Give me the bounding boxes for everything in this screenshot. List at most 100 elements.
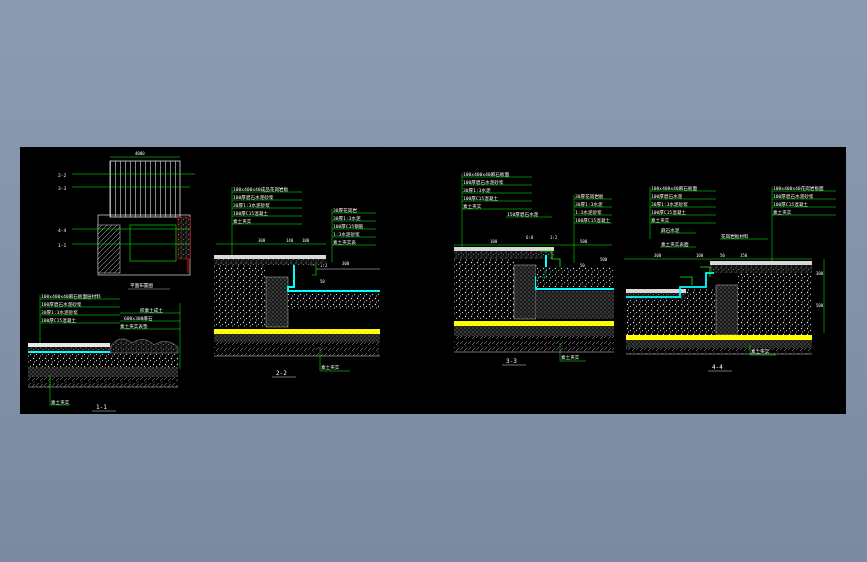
- s2-pond-bed: [288, 293, 380, 309]
- s2-callout-right-0: 30厚花岗岩: [333, 207, 357, 214]
- s2-callout-left-2: 30厚1:3水泥砂浆: [233, 202, 270, 209]
- s4-paving-mortar: [710, 265, 812, 273]
- s2-callout-right-2: 100厚C15钢筋: [333, 223, 364, 230]
- s2-base: [214, 334, 380, 342]
- s4-left-paving: [626, 289, 686, 293]
- s2-left-fill: [214, 265, 266, 327]
- s4-callout-left-2: 30厚1:3水泥砂浆: [651, 201, 688, 208]
- plan-marker-1-1: 1-1: [58, 243, 67, 249]
- section-2-2[interactable]: 100x400x40成品花岗岩板 100厚碧石水泥砂浆 30厚1:3水泥砂浆 1…: [214, 186, 380, 378]
- s1-callout-right-1: 600x300麻石: [124, 315, 153, 322]
- s2-caption: 2-2: [276, 370, 287, 377]
- s4-dim-0: 300: [654, 253, 662, 258]
- s1-callout-1: 100厚碧石水泥砂浆: [41, 301, 82, 308]
- s4-dim-4: 300: [816, 271, 824, 276]
- s4-dim-3: 150: [740, 253, 748, 258]
- s2-pond-liner: [287, 265, 380, 292]
- s3-callout-right-2: 1:3水泥砂浆: [575, 209, 602, 216]
- s3-dim-0: 100: [490, 239, 498, 244]
- s3-bottom-note: 素土夹实: [561, 354, 580, 361]
- s4-pond-liner: [626, 272, 714, 298]
- s3-left-fill: [454, 259, 514, 319]
- s3-callout-2: 30厚1:3水泥: [463, 187, 491, 194]
- s2-wall: [265, 276, 289, 328]
- s4-dim-1: 100: [696, 253, 704, 258]
- s2-dim-1: 140: [286, 238, 294, 243]
- s2-dim-2: 100: [302, 238, 310, 243]
- plan-caption: 平面布置图: [130, 282, 153, 289]
- s1-gravel: [28, 353, 178, 367]
- s4-yellow-layer: [626, 335, 812, 340]
- s4-callout-left-4: 素土夹实: [651, 217, 670, 224]
- section-4-4[interactable]: 100x400x40麻石板面 100厚碧石水泥 30厚1:3水泥砂浆 100厚C…: [624, 185, 836, 372]
- plan-pool: [129, 224, 177, 262]
- s4-bottom-note: 素土夹实: [751, 348, 770, 355]
- s4-callout-left-3: 100厚C15混凝土: [651, 209, 686, 216]
- s4-dim-2: 50: [720, 253, 725, 258]
- s3-soil: [454, 336, 614, 352]
- s1-callout-3: 100厚C15混凝土: [41, 317, 76, 324]
- s3-callout-3: 100厚C15混凝土: [463, 195, 498, 202]
- s4-paving-top: [710, 261, 812, 265]
- s3-dim-4: 50: [580, 263, 585, 268]
- s2-callout-left-4: 素土夹实: [233, 218, 252, 225]
- s2-dim-5: 300: [342, 261, 350, 266]
- s2-callout-right-4: 素土夹实表: [333, 239, 356, 246]
- s2-callout-right-3: 1:3水泥砂浆: [333, 231, 360, 238]
- s1-stone-pile: [109, 338, 179, 354]
- plan-marker-4-4: 4-4: [58, 228, 67, 234]
- s4-callout-mid-2: 素土夹实表面: [661, 241, 689, 248]
- s1-bottom-note: 素土夹实: [51, 399, 70, 406]
- cad-drawing: 4000 2-2 3-3 4-4 1-1 平面布置图 100x400x40麻石板…: [28, 151, 836, 412]
- s1-paving: [28, 343, 110, 347]
- s2-callout-left-1: 100厚碧石水泥砂浆: [233, 194, 274, 201]
- plan-marker-3-3: 3-3: [58, 186, 67, 192]
- s3-callout-right-1: 30厚1:3水泥: [575, 201, 603, 208]
- s3-callout-5: 150厚碧石水泥: [507, 211, 539, 218]
- s4-callout-right-3: 素土夹实: [773, 209, 792, 216]
- s3-dim-3: 500: [580, 239, 588, 244]
- s3-pond-edge: [540, 250, 561, 273]
- s2-pond-edge: [310, 264, 317, 276]
- s1-callout-right-0: 织素土成土: [140, 307, 163, 314]
- s2-callout-left-3: 100厚C15混凝土: [233, 210, 268, 217]
- s3-paving-top: [454, 247, 554, 251]
- plan-stair-block: [177, 216, 191, 260]
- s1-callout-right-2: 素土夹实表垫: [120, 323, 148, 330]
- s4-mid-fill: [686, 289, 716, 335]
- s2-callout-left-0: 100x400x40成品花岗岩板: [233, 186, 289, 193]
- s4-caption: 4-4: [712, 364, 723, 371]
- section-1-1[interactable]: 100x400x40麻石板面层材料 100厚碧石水泥砂浆 30厚1:3水泥砂浆 …: [28, 293, 181, 412]
- cad-model-space[interactable]: 4000 2-2 3-3 4-4 1-1 平面布置图 100x400x40麻石板…: [20, 147, 846, 414]
- s2-paving-top: [214, 255, 326, 259]
- s2-soil: [214, 342, 380, 356]
- s4-left-fill: [626, 299, 686, 335]
- s2-yellow-layer: [214, 329, 380, 334]
- s3-dim-1: 6:8: [526, 235, 534, 240]
- s4-base: [626, 340, 812, 348]
- s3-wall: [513, 264, 537, 320]
- s4-right-fill: [738, 273, 812, 335]
- plan-deck: [109, 160, 181, 218]
- s2-paving-mortar: [214, 259, 326, 265]
- s2-dim-3: 1:2: [320, 263, 328, 268]
- s4-callout-left-1: 100厚碧石水泥: [651, 193, 683, 200]
- s4-wall: [715, 284, 739, 336]
- s3-caption: 3-3: [506, 358, 517, 365]
- s4-callout-right-1: 100厚碧石水泥砂浆: [773, 193, 814, 200]
- s4-callout-right-0: 100x400x40花岗岩板面: [773, 185, 824, 192]
- s1-callout-2: 30厚1:3水泥砂浆: [41, 309, 78, 316]
- s4-left-mortar: [626, 293, 686, 299]
- s3-pond-fill: [536, 267, 614, 287]
- s4-pond-edge: [680, 266, 711, 285]
- s1-callout-0: 100x400x40麻石板面层材料: [41, 293, 101, 300]
- plan-view[interactable]: 4000 2-2 3-3 4-4 1-1 平面布置图: [58, 151, 195, 290]
- s3-callout-right-0: 30厚花岗岩板: [575, 193, 604, 200]
- s4-callout-right-2: 100厚C15混凝土: [773, 201, 808, 208]
- s3-callout-0: 100x400x40麻石板面: [463, 171, 509, 178]
- section-3-3[interactable]: 100x400x40麻石板面 100厚碧石水泥砂浆 30厚1:3水泥 100厚C…: [454, 171, 614, 366]
- s3-callout-right-3: 100厚C15混凝土: [575, 217, 610, 224]
- plan-steps: [97, 224, 121, 274]
- s3-callout-1: 100厚碧石水泥砂浆: [463, 179, 504, 186]
- s4-soil: [626, 348, 812, 354]
